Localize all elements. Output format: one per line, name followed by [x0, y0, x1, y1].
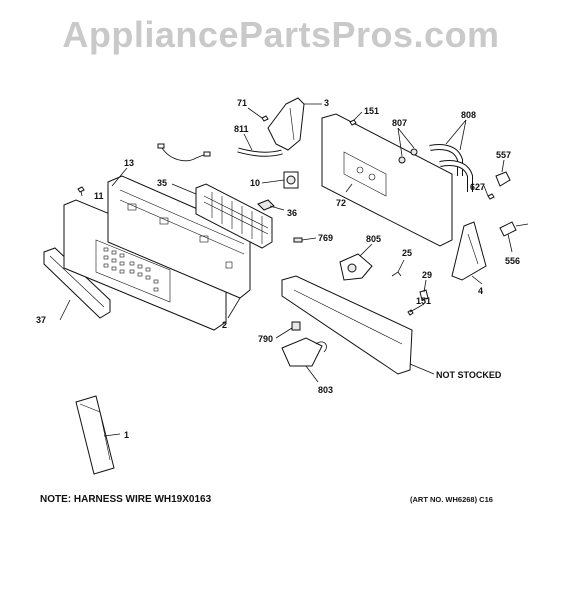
callout-556: 556	[505, 256, 520, 266]
callout-4: 4	[478, 286, 483, 296]
callout-807: 807	[392, 118, 407, 128]
callout-35: 35	[157, 178, 167, 188]
part-35-control-board[interactable]	[195, 183, 273, 249]
part-808-hoses[interactable]	[429, 144, 473, 192]
callout-151-top: 151	[364, 106, 379, 116]
part-2-control-panel[interactable]	[63, 199, 227, 331]
part-3-bracket[interactable]	[267, 97, 305, 151]
part-25-clip[interactable]	[391, 271, 402, 277]
callout-790: 790	[258, 334, 273, 344]
callout-25: 25	[402, 248, 412, 258]
callout-13: 13	[124, 158, 134, 168]
callout-627: 627	[470, 182, 485, 192]
part-11-screw[interactable]	[77, 186, 85, 197]
callout-10: 10	[250, 178, 260, 188]
part-72-backsplash[interactable]	[321, 113, 453, 247]
callout-not-stocked: NOT STOCKED	[436, 370, 502, 380]
part-557-connector[interactable]	[495, 171, 511, 187]
callout-29: 29	[422, 270, 432, 280]
site-watermark: AppliancePartsPros.com	[62, 14, 500, 55]
part-10-pressure-switch[interactable]	[283, 171, 299, 189]
part-13-panel-frame[interactable]	[107, 175, 251, 299]
callout-71: 71	[237, 98, 247, 108]
part-556-sensor[interactable]	[499, 221, 529, 237]
callout-3: 3	[324, 98, 329, 108]
callout-37: 37	[36, 315, 46, 325]
callout-811: 811	[234, 124, 249, 134]
callout-151-lower: 151	[416, 296, 431, 306]
part-71-screw[interactable]	[261, 115, 269, 122]
callout-labels: 71 3 151 811 807 808 557 10 13 11 35 36 …	[36, 98, 520, 440]
part-4-endcap[interactable]	[451, 221, 487, 281]
part-769-connector[interactable]	[293, 237, 303, 243]
art-number: (ART NO. WH6268) C16	[410, 495, 493, 504]
part-151-screw-top[interactable]	[349, 119, 357, 126]
part-807-fittings[interactable]	[398, 148, 418, 164]
not-stocked-bracket[interactable]	[281, 275, 413, 375]
callout-1: 1	[124, 430, 129, 440]
callout-11: 11	[94, 191, 104, 201]
callout-803: 803	[318, 385, 333, 395]
part-36-clip[interactable]	[257, 199, 275, 211]
part-790-clip[interactable]	[291, 321, 301, 331]
callout-72: 72	[336, 198, 346, 208]
harness-wire	[161, 147, 207, 162]
button-grid	[103, 247, 159, 292]
part-37-overlay[interactable]	[43, 247, 111, 319]
callout-2: 2	[222, 320, 227, 330]
harness-note: NOTE: HARNESS WIRE WH19X0163	[40, 494, 212, 505]
leader-lines	[103, 103, 513, 437]
part-803-dispenser[interactable]	[281, 337, 327, 367]
callout-805: 805	[366, 234, 381, 244]
callout-769: 769	[318, 233, 333, 243]
part-805-valve[interactable]	[339, 253, 373, 281]
callout-557: 557	[496, 150, 511, 160]
callout-808: 808	[461, 110, 476, 120]
part-1-manual[interactable]	[75, 395, 115, 475]
part-627-screw[interactable]	[487, 193, 495, 200]
callout-36: 36	[287, 208, 297, 218]
